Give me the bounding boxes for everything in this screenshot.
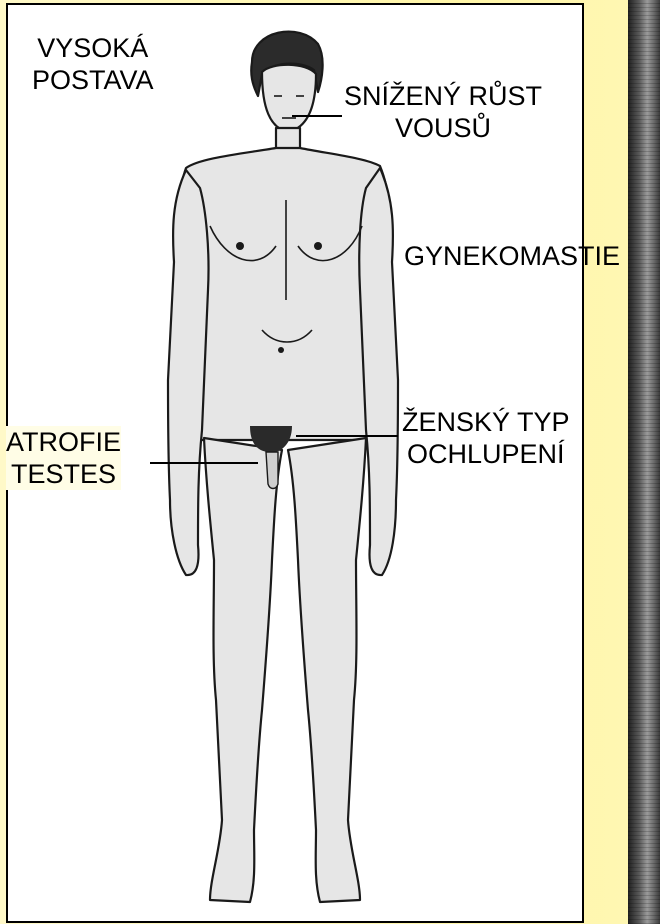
label-testicular-atrophy-line1: ATROFIE [6, 426, 121, 458]
left-leg [204, 438, 282, 902]
label-reduced-beard-line2: VOUSŮ [344, 112, 542, 144]
label-gynecomastia: GYNEKOMASTIE [404, 240, 620, 272]
torso [179, 148, 390, 440]
label-testicular-atrophy: ATROFIE TESTES [6, 426, 121, 490]
right-leg [288, 438, 366, 902]
right-arm [359, 168, 398, 575]
label-reduced-beard-line1: SNÍŽENÝ RŮST [344, 80, 542, 112]
label-gynecomastia-text: GYNEKOMASTIE [404, 240, 620, 272]
label-tall-stature-line1: VYSOKÁ [32, 32, 154, 64]
label-female-hair-line1: ŽENSKÝ TYP [402, 406, 570, 438]
label-female-hair-line2: OCHLUPENÍ [402, 438, 570, 470]
left-arm [168, 170, 209, 575]
head [262, 65, 316, 132]
neck [276, 128, 300, 150]
label-female-hair: ŽENSKÝ TYP OCHLUPENÍ [400, 406, 572, 470]
label-tall-stature-line2: POSTAVA [32, 64, 154, 96]
label-reduced-beard: SNÍŽENÝ RŮST VOUSŮ [342, 80, 544, 144]
label-tall-stature: VYSOKÁ POSTAVA [32, 32, 154, 96]
label-testicular-atrophy-line2: TESTES [6, 458, 121, 490]
